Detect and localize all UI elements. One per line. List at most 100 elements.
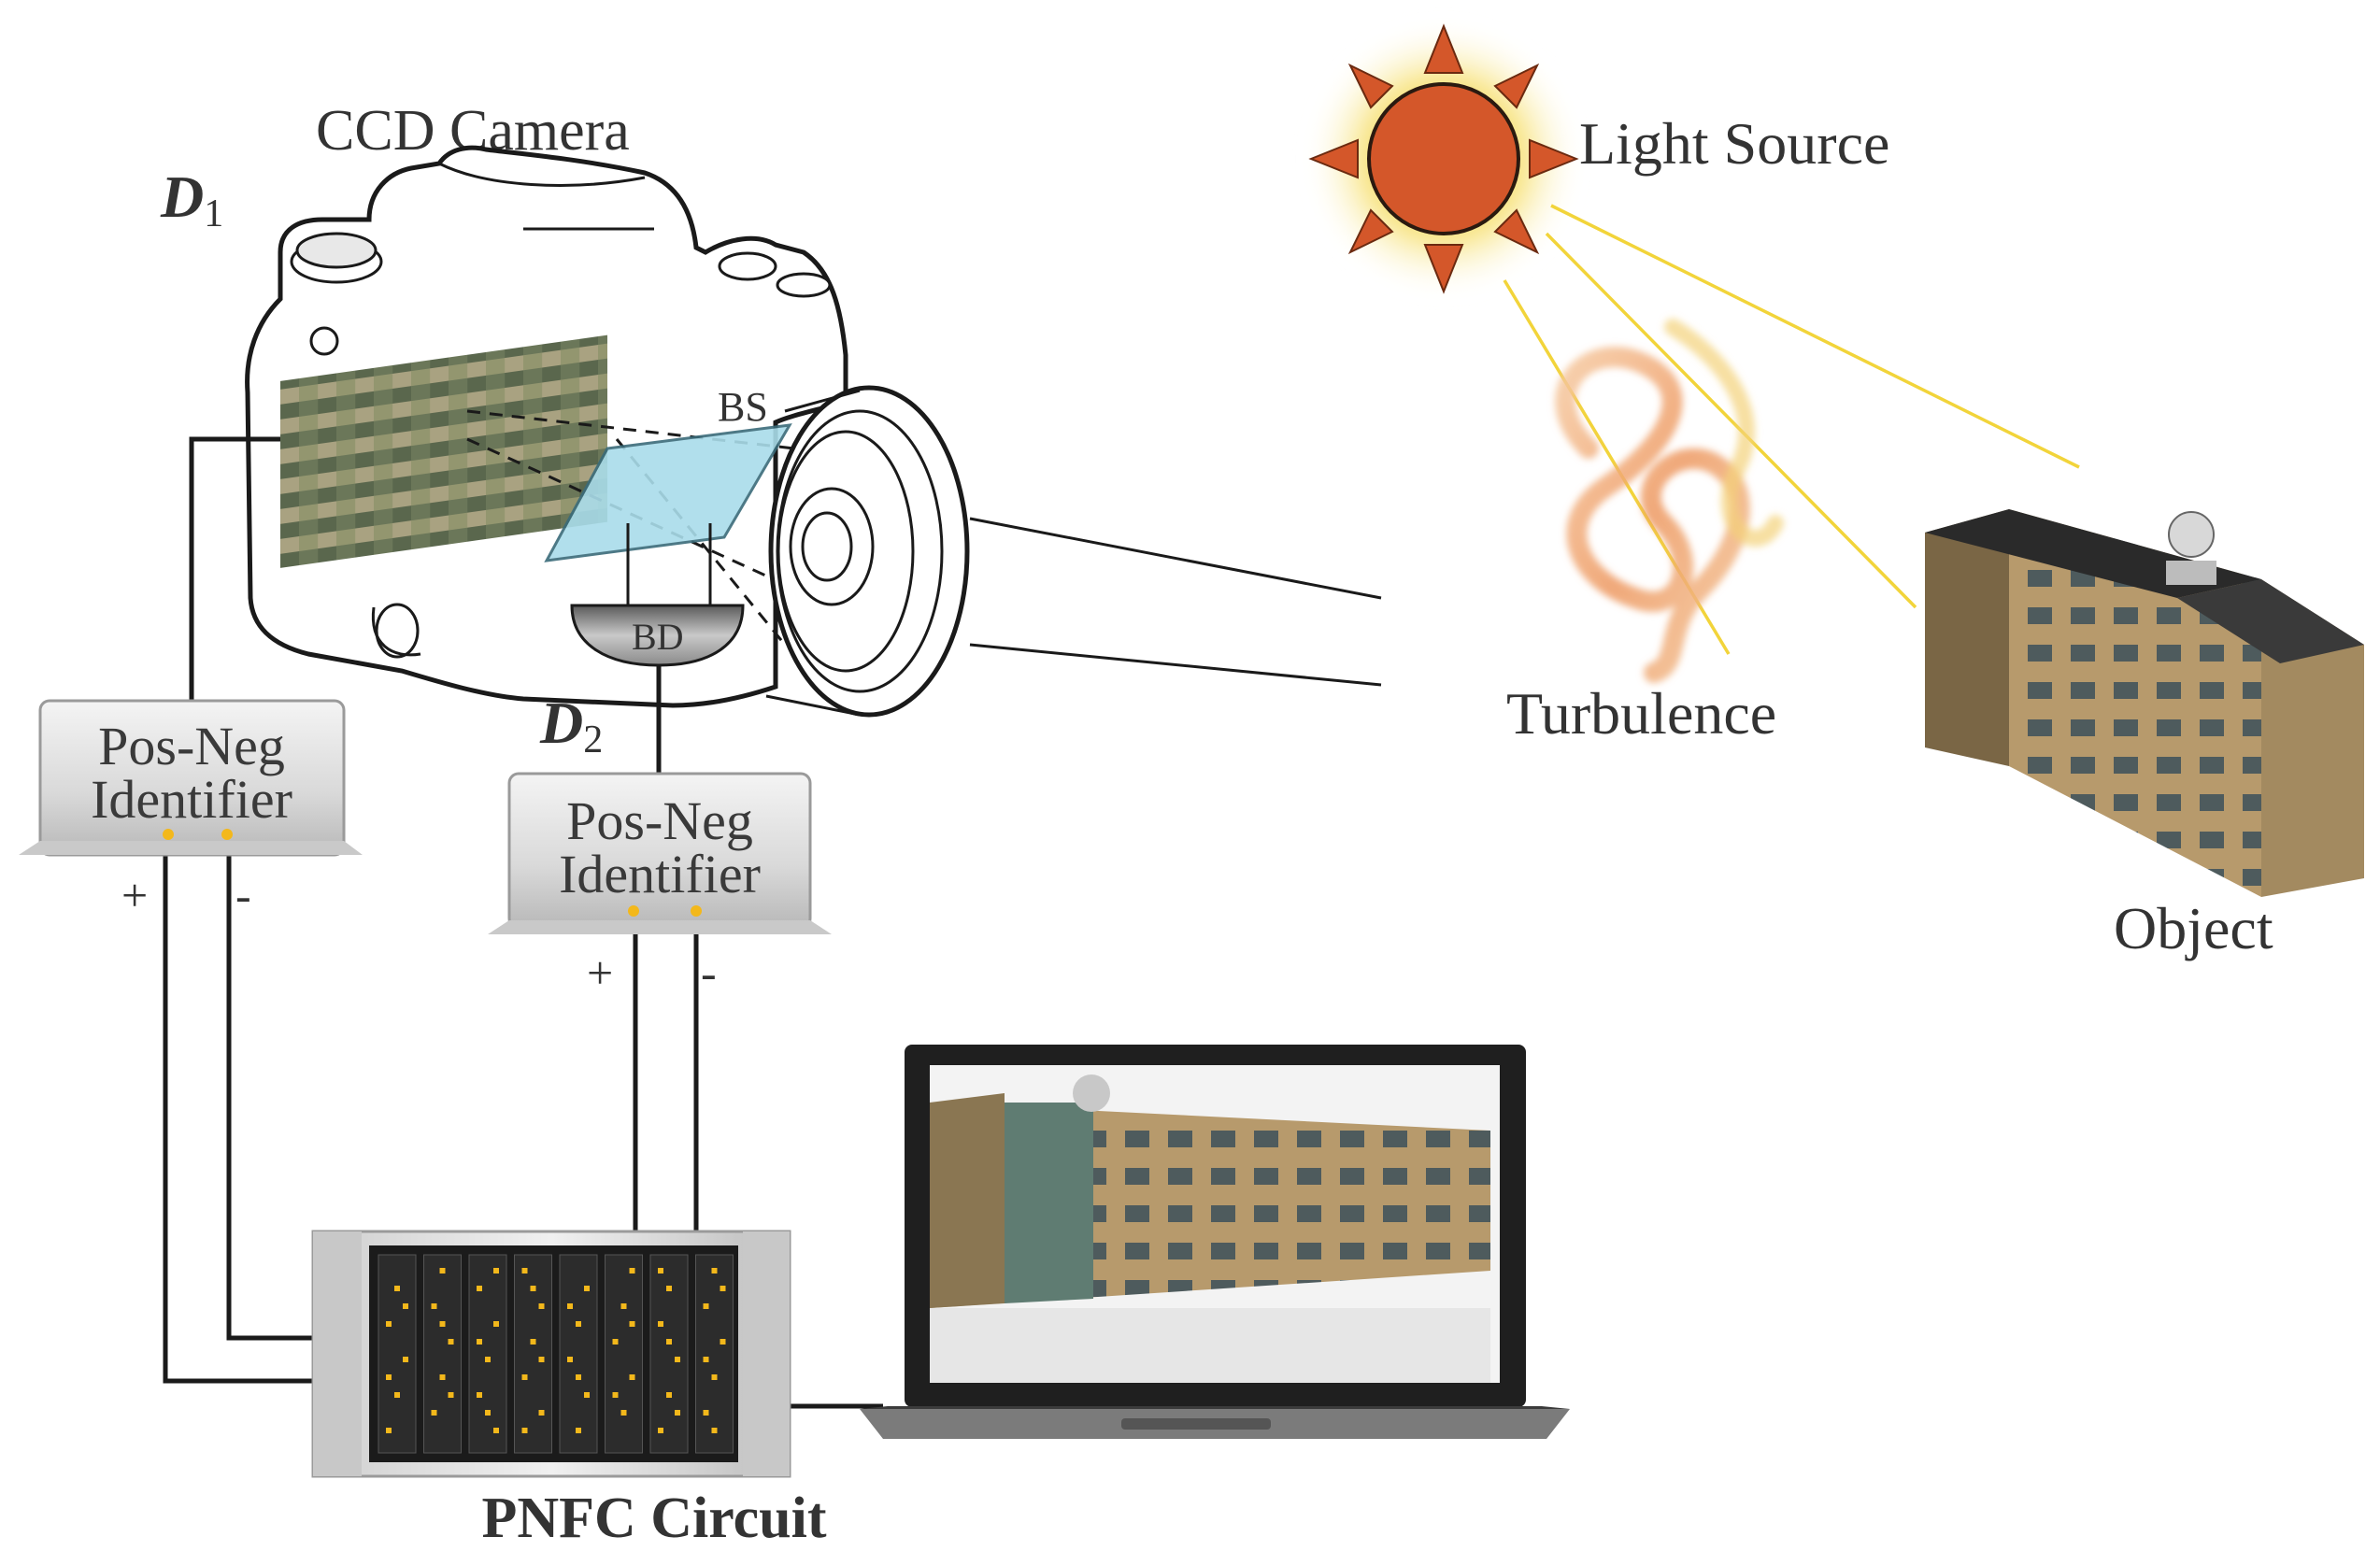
rack-module [378, 1254, 417, 1454]
left-minus-sign: - [235, 869, 251, 921]
camera-lens [765, 385, 970, 718]
rack-led [477, 1339, 482, 1345]
rack-led [448, 1339, 454, 1345]
rack-led [703, 1357, 709, 1362]
rack-led [658, 1268, 663, 1274]
rack-led [439, 1374, 446, 1380]
light-source-sun [1304, 19, 1584, 299]
rack-led [567, 1357, 573, 1362]
rack-module [468, 1254, 507, 1454]
rack-module [423, 1254, 462, 1454]
rack-led [521, 1374, 528, 1380]
pos-neg-identifier-right: Pos-Neg Identifier [488, 772, 832, 934]
rack-led [584, 1286, 590, 1291]
rack-led [403, 1357, 408, 1362]
rack-led [485, 1357, 491, 1362]
beam-splitter [544, 423, 792, 562]
rack-led [521, 1268, 528, 1274]
rack-led [658, 1428, 663, 1433]
rack-led [666, 1286, 672, 1291]
bucket-detector [570, 604, 745, 667]
rack-led [403, 1303, 408, 1309]
rack-led [493, 1321, 499, 1327]
rack-led [477, 1286, 482, 1291]
light-source-label: Light Source [1579, 110, 1889, 177]
rack-led [720, 1286, 726, 1291]
detector-d1-label: D1 [160, 164, 223, 235]
left-identifier-line1: Pos-Neg [98, 716, 285, 776]
rack-led [386, 1321, 392, 1327]
rack-led [711, 1268, 718, 1274]
pos-neg-identifier-left: Pos-Neg Identifier [19, 699, 363, 857]
rack-led [538, 1357, 545, 1362]
pnfc-circuit-label: PNFC Circuit [481, 1487, 826, 1550]
rack-led [612, 1339, 619, 1345]
rack-led [675, 1357, 680, 1362]
rack-led [493, 1428, 499, 1433]
rack-led [666, 1339, 672, 1345]
turbulence-cloud [1555, 319, 1784, 683]
rack-led [629, 1374, 635, 1380]
bucket-detector-label: BD [632, 616, 684, 658]
rack-led [477, 1392, 482, 1398]
rack-led [431, 1410, 437, 1416]
rack-led [431, 1303, 437, 1309]
turbulence-label: Turbulence [1506, 680, 1776, 747]
right-plus-sign: + [587, 946, 613, 999]
left-plus-sign: + [121, 869, 148, 921]
rack-led [538, 1303, 545, 1309]
rack-led [530, 1339, 536, 1345]
rack-led [439, 1268, 446, 1274]
imaging-beam-lines [969, 517, 1382, 687]
right-minus-sign: - [701, 946, 717, 999]
rack-led [439, 1321, 446, 1327]
rack-led [394, 1392, 400, 1398]
beam-splitter-label: BS [718, 384, 768, 430]
rack-led [493, 1268, 499, 1274]
rack-led [612, 1392, 619, 1398]
rack-module [514, 1254, 552, 1454]
left-identifier-line2: Identifier [91, 769, 292, 830]
rack-led [576, 1374, 581, 1380]
rack-led [394, 1286, 400, 1291]
rack-led [711, 1428, 718, 1433]
rack-led [584, 1392, 590, 1398]
rack-module [559, 1254, 598, 1454]
rack-led [720, 1339, 726, 1345]
rack-module [695, 1254, 734, 1454]
rack-led [386, 1428, 392, 1433]
pnfc-circuit-rack [311, 1230, 791, 1478]
left-identifier-led-plus [163, 829, 174, 840]
ccd-sensor-d1 [280, 334, 607, 568]
rack-led [567, 1303, 573, 1309]
rack-led [629, 1268, 635, 1274]
object-label: Object [2114, 895, 2273, 961]
rack-led [386, 1374, 392, 1380]
signal-wires [163, 436, 883, 1409]
rack-led [620, 1303, 627, 1309]
object-building [1925, 509, 2364, 897]
rack-led [485, 1410, 491, 1416]
rack-led [629, 1321, 635, 1327]
rack-led [666, 1392, 672, 1398]
rack-led [703, 1410, 709, 1416]
rack-module [649, 1254, 689, 1454]
right-identifier-line1: Pos-Neg [566, 790, 753, 851]
right-identifier-led-plus [628, 905, 639, 917]
laptop [860, 1045, 1570, 1439]
rack-led [675, 1410, 680, 1416]
rack-led [521, 1428, 528, 1433]
rack-led [620, 1410, 627, 1416]
rack-module [605, 1254, 643, 1454]
rack-led [703, 1303, 709, 1309]
left-identifier-led-minus [221, 829, 233, 840]
rack-led [530, 1286, 536, 1291]
laptop-screen-image [930, 1074, 1490, 1383]
rack-led [711, 1374, 718, 1380]
rack-led [576, 1428, 581, 1433]
rack-led [658, 1321, 663, 1327]
rack-led [576, 1321, 581, 1327]
rack-led [448, 1392, 454, 1398]
right-identifier-line2: Identifier [559, 844, 761, 904]
